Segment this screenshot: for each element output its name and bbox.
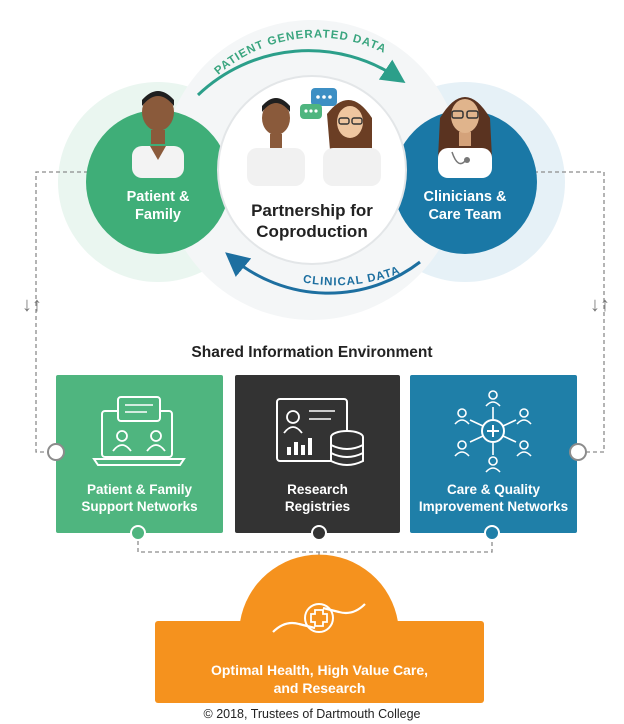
patient-data-arc [196,49,406,97]
outcome-box: Optimal Health, High Value Care, and Res… [155,621,484,703]
hands-medical-cross-icon [272,603,366,633]
outcome-label: Optimal Health, High Value Care, and Res… [210,662,429,696]
patient-avatar-icon [132,91,184,178]
box-label: Patient & Family Support Networks [81,482,198,514]
right-exchange-arrows: ↓↑ [590,294,610,316]
right-connector [534,171,605,453]
network-people-icon [454,390,532,473]
patient-circle [86,110,230,254]
box-label: Research Registries [284,482,351,514]
patient-label: Patient & Family [126,189,190,223]
box-connector [137,534,493,553]
clinical-data-arc [225,252,421,295]
clinicians-label: Clinicians & Care Team [423,189,507,223]
box-care-quality-networks: Care & Quality Improvement Networks [410,375,577,533]
section-title: Shared Information Environment [191,344,433,361]
left-connector [35,171,88,453]
box-label: Care & Quality Improvement Networks [418,482,569,514]
box-patient-family-support: Patient & Family Support Networks [56,375,223,533]
partnership-label: Partnership for Coproduction [251,201,373,241]
left-exchange-arrows: ↓↑ [22,294,42,316]
partnership-pair-icon [247,88,381,186]
clinicians-circle [393,110,537,254]
laptop-chat-icon [92,396,186,466]
box-research-registries: Research Registries [235,375,400,533]
copyright-footer: © 2018, Trustees of Dartmouth College [203,707,421,721]
clinician-avatar-icon [438,97,492,178]
database-report-icon [276,398,364,466]
